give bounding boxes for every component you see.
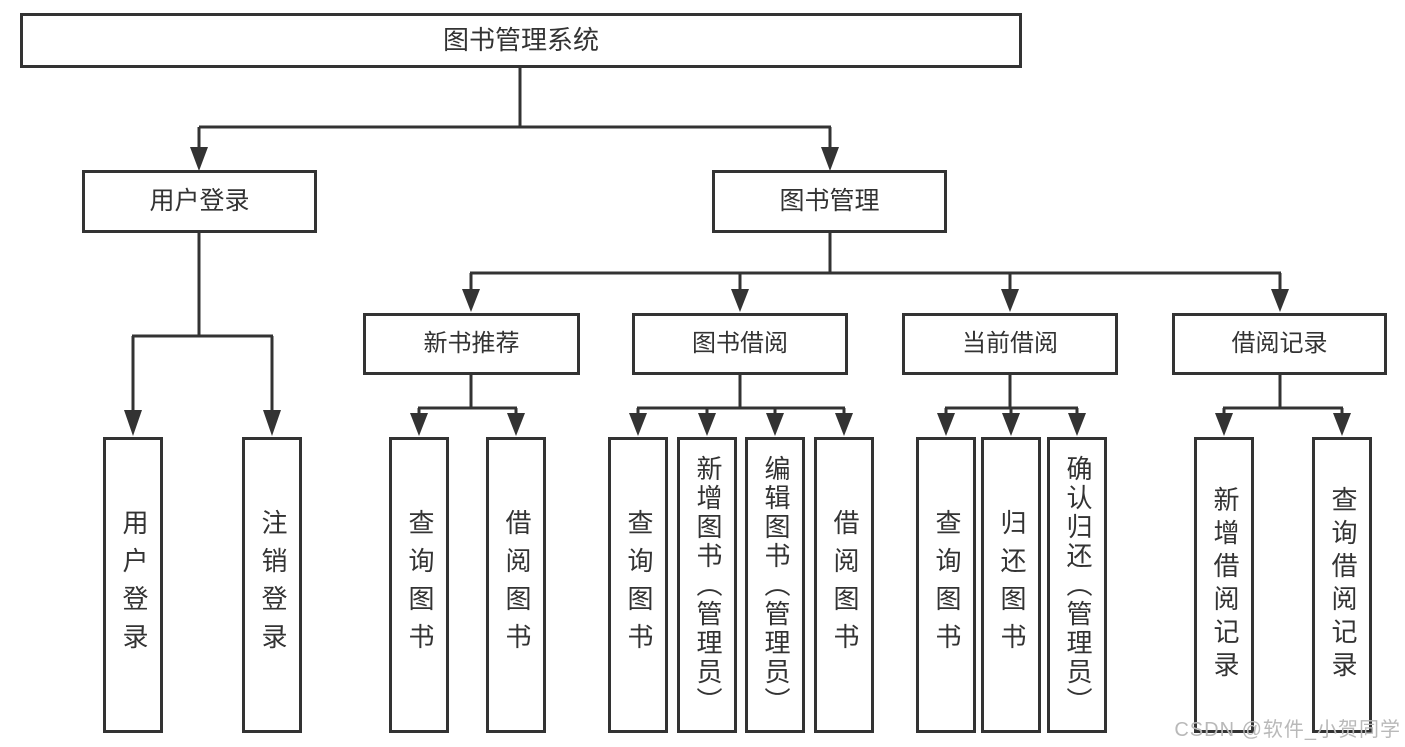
leaf-bb-borrow-books: 借阅图书: [814, 437, 874, 733]
leaf-logout: 注销登录: [242, 437, 302, 733]
leaf-bb-add-books-admin: 新增图书（管理员）: [677, 437, 737, 733]
leaf-nbr-borrow-books: 借阅图书: [486, 437, 546, 733]
leaf-cb-return-books: 归还图书: [981, 437, 1041, 733]
connector-strokes: [131, 68, 1344, 416]
leaf-br-add-record: 新增借阅记录: [1194, 437, 1254, 733]
leaf-user-login: 用户登录: [103, 437, 163, 733]
node-new-book-recommend: 新书推荐: [363, 313, 580, 375]
leaf-bb-edit-books-admin: 编辑图书（管理员）: [745, 437, 805, 733]
node-root-system: 图书管理系统: [20, 13, 1022, 68]
csdn-watermark: CSDN @软件_小贺同学: [1174, 719, 1401, 741]
arrowheads: [124, 147, 1351, 436]
leaf-br-query-record: 查询借阅记录: [1312, 437, 1372, 733]
leaf-bb-query-books: 查询图书: [608, 437, 668, 733]
node-book-borrowing: 图书借阅: [632, 313, 848, 375]
node-user-login: 用户登录: [82, 170, 317, 233]
leaf-cb-confirm-return-admin: 确认归还（管理员）: [1047, 437, 1107, 733]
leaf-nbr-query-books: 查询图书: [389, 437, 449, 733]
node-current-borrowing: 当前借阅: [902, 313, 1118, 375]
leaf-cb-query-books: 查询图书: [916, 437, 976, 733]
node-book-management: 图书管理: [712, 170, 947, 233]
node-borrow-records: 借阅记录: [1172, 313, 1387, 375]
